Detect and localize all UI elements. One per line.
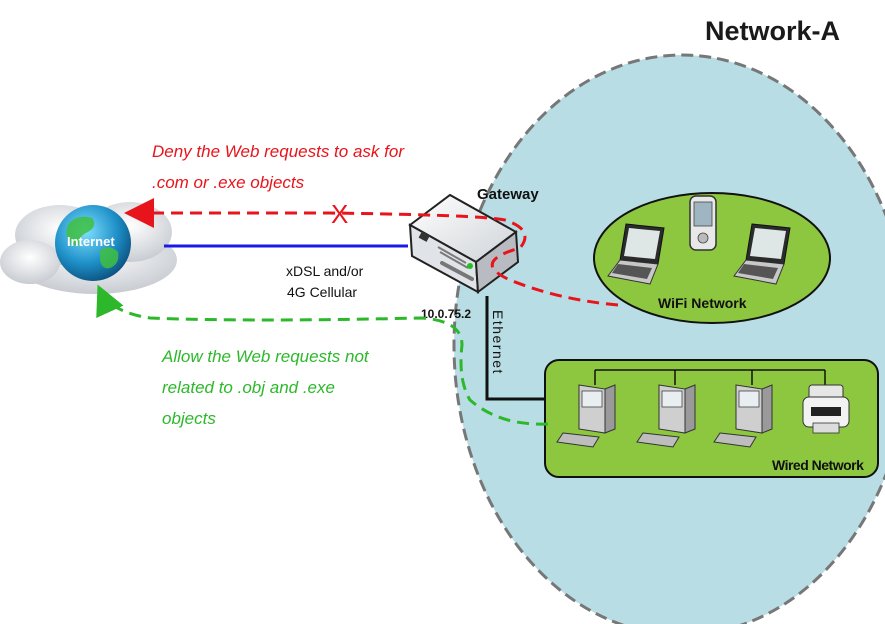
laptop-icon <box>733 223 791 285</box>
internet-label: Internet <box>67 234 115 249</box>
network-a-title: Network-A <box>705 16 840 46</box>
wifi-network-label: WiFi Network <box>658 295 747 311</box>
allow-request-arrow <box>96 284 549 426</box>
laptop-icon <box>607 223 665 285</box>
allow-caption-line2: related to .obj and .exe <box>162 378 335 397</box>
ethernet-line <box>485 296 546 401</box>
gateway-ip-label: 10.0.75.2 <box>421 307 471 321</box>
desktop-pc-icon <box>556 384 616 448</box>
deny-caption-line1: Deny the Web requests to ask for <box>152 142 405 161</box>
desktop-pc-icon <box>636 384 696 448</box>
wired-network-label: Wired Network <box>772 457 864 473</box>
wan-link-label-line1: xDSL and/or <box>286 263 364 279</box>
gateway-label: Gateway <box>477 186 539 203</box>
desktop-pc-icon <box>713 384 773 448</box>
printer-icon <box>802 384 850 434</box>
gateway-device-icon <box>408 193 520 294</box>
network-a-area <box>452 53 885 624</box>
globe-icon <box>55 205 131 281</box>
blocked-marker-icon: X <box>331 199 348 229</box>
deny-request-arrow <box>124 198 619 307</box>
ethernet-label: Ethernet <box>490 310 506 375</box>
wired-network-area <box>544 359 879 478</box>
allow-caption-line3: objects <box>162 409 216 428</box>
wired-bus <box>594 369 826 385</box>
pda-icon <box>689 195 717 251</box>
wan-link-label-line2: 4G Cellular <box>287 284 357 300</box>
allow-caption-line1: Allow the Web requests not <box>161 347 370 366</box>
deny-caption-line2: .com or .exe objects <box>152 173 305 192</box>
